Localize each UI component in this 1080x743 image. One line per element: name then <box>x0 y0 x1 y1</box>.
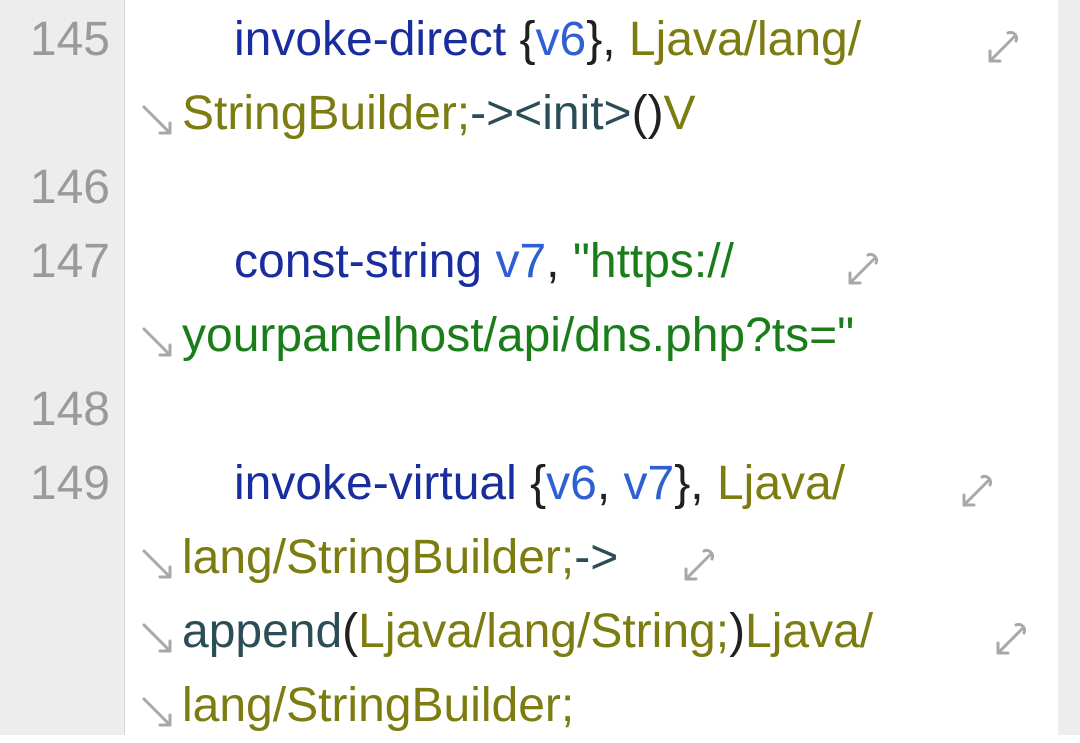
punctuation: ( <box>342 605 359 658</box>
code-line-147[interactable]: const-string v7, "https:// <box>182 225 734 299</box>
code-line-145-wrap[interactable]: StringBuilder;-><init>()V <box>182 77 696 151</box>
vertical-scrollbar[interactable] <box>1058 0 1080 735</box>
punctuation: ) <box>729 605 746 658</box>
wrap-continue-icon <box>678 545 718 585</box>
method-name: append <box>182 605 343 658</box>
punctuation: () <box>631 87 664 140</box>
code-line-147-wrap[interactable]: yourpanelhost/api/dns.php?ts=" <box>182 299 854 373</box>
line-number: 145 <box>29 13 110 66</box>
wrap-return-icon <box>138 693 178 733</box>
type-descriptor: lang/StringBuilder; <box>182 531 575 584</box>
type-descriptor: StringBuilder; <box>182 87 471 140</box>
punctuation: } <box>674 457 691 510</box>
return-type: V <box>663 87 696 140</box>
punctuation: , <box>602 13 616 66</box>
wrap-return-icon <box>138 323 178 363</box>
method-name: <init> <box>514 87 632 140</box>
smali-keyword: invoke-direct <box>234 13 507 66</box>
arrow-operator: -> <box>574 531 619 584</box>
code-line-149-wrap-1[interactable]: lang/StringBuilder;-> <box>182 521 618 595</box>
wrap-return-icon <box>138 545 178 585</box>
return-type: lang/StringBuilder; <box>182 679 575 732</box>
code-line-145[interactable]: invoke-direct {v6}, Ljava/lang/ <box>182 3 861 77</box>
string-literal: yourpanelhost/api/dns.php?ts=" <box>182 309 855 362</box>
line-number: 146 <box>29 161 110 214</box>
register: v6 <box>535 13 587 66</box>
code-line-149-wrap-3[interactable]: lang/StringBuilder; <box>182 669 574 743</box>
wrap-continue-icon <box>956 471 996 511</box>
punctuation: , <box>596 457 611 510</box>
line-number: 147 <box>29 235 110 288</box>
line-number: 149 <box>29 457 110 510</box>
type-descriptor: Ljava/lang/String; <box>358 605 730 658</box>
wrap-continue-icon <box>982 27 1022 67</box>
wrap-return-icon <box>138 101 178 141</box>
type-descriptor: Ljava/lang/ <box>628 13 862 66</box>
code-line-149-wrap-2[interactable]: append(Ljava/lang/String;)Ljava/ <box>182 595 873 669</box>
punctuation: , <box>690 457 704 510</box>
register: v7 <box>623 457 675 510</box>
arrow-operator: -> <box>470 87 515 140</box>
punctuation: , <box>546 235 560 288</box>
type-descriptor: Ljava/ <box>716 457 846 510</box>
wrap-continue-icon <box>990 619 1030 659</box>
string-literal: "https:// <box>572 235 734 288</box>
register: v7 <box>495 235 547 288</box>
smali-keyword: const-string <box>234 235 483 288</box>
punctuation: } <box>586 13 603 66</box>
line-number-gutter <box>0 0 125 735</box>
return-type: Ljava/ <box>745 605 874 658</box>
wrap-return-icon <box>138 619 178 659</box>
wrap-continue-icon <box>842 249 882 289</box>
punctuation: { <box>530 457 547 510</box>
line-number: 148 <box>29 383 110 436</box>
punctuation: { <box>519 13 536 66</box>
smali-keyword: invoke-virtual <box>234 457 517 510</box>
code-line-149[interactable]: invoke-virtual {v6, v7}, Ljava/ <box>182 447 845 521</box>
register: v6 <box>546 457 597 510</box>
